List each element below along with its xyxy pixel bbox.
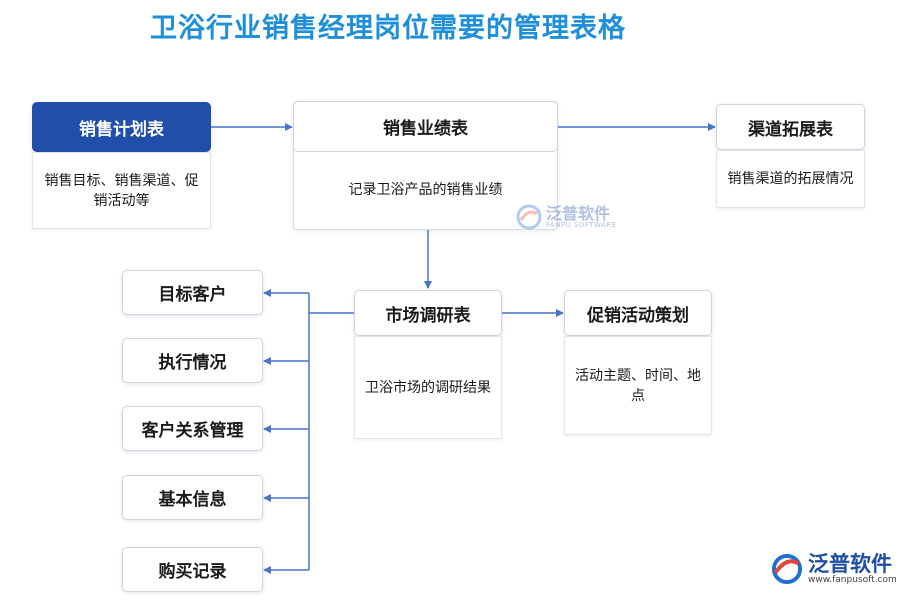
node-promotion-plan: 促销活动策划: [564, 290, 712, 336]
corner-watermark-brand: 泛普软件: [808, 551, 892, 576]
fanpu-logo-icon: [771, 553, 803, 585]
fanpu-logo-icon: [516, 204, 542, 230]
node-basic-info: 基本信息: [122, 475, 263, 520]
node-channel-expansion-label: 渠道拓展表: [748, 119, 833, 140]
node-crm: 客户关系管理: [122, 406, 263, 451]
node-sales-plan: 销售计划表: [32, 102, 211, 152]
center-watermark: 泛普软件 FANPU SOFTWARE: [516, 204, 617, 230]
center-watermark-brand: 泛普软件: [546, 203, 611, 223]
node-promotion-plan-label: 促销活动策划: [587, 305, 689, 326]
node-sales-performance-desc: 记录卫浴产品的销售业绩: [296, 153, 555, 227]
node-sales-performance: 销售业绩表: [293, 101, 558, 152]
node-sales-plan-desc: 销售目标、销售渠道、促销活动等: [32, 152, 211, 229]
node-market-research-desc: 卫浴市场的调研结果: [354, 336, 502, 439]
page-title: 卫浴行业销售经理岗位需要的管理表格: [150, 13, 626, 44]
node-execution: 执行情况: [122, 338, 263, 383]
center-watermark-sub: FANPU SOFTWARE: [546, 220, 617, 229]
corner-watermark: 泛普软件 www.fanpusoft.com: [770, 552, 897, 586]
node-sales-performance-label: 销售业绩表: [383, 119, 468, 139]
node-sales-plan-label: 销售计划表: [79, 119, 164, 140]
node-market-research: 市场调研表: [354, 290, 502, 336]
node-promotion-plan-desc: 活动主题、时间、地点: [564, 336, 712, 435]
node-channel-expansion-desc: 销售渠道的拓展情况: [716, 150, 865, 208]
node-purchase-records: 购买记录: [122, 547, 263, 592]
corner-watermark-url: www.fanpusoft.com: [808, 574, 897, 585]
node-channel-expansion: 渠道拓展表: [716, 104, 865, 150]
node-market-research-label: 市场调研表: [385, 305, 471, 326]
node-target-customers: 目标客户: [122, 270, 263, 315]
